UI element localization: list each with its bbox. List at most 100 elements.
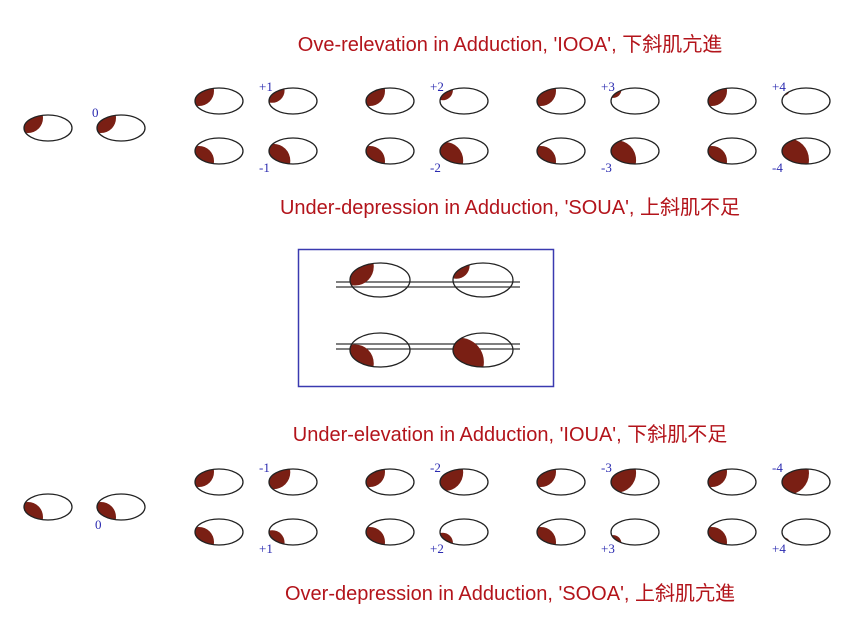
eye-left [194,137,244,165]
deviation-label: 0 [95,517,102,532]
iris-bottom [708,527,727,545]
iris-bottom [350,344,374,367]
eye-outline [194,468,244,496]
eye-outline [23,114,73,142]
title-soua: Under-depression in Adduction, 'SOUA', 上… [279,197,741,219]
eye-left [365,137,415,165]
eye-left [194,468,244,496]
eye-outline [439,518,489,546]
eye-outline [194,87,244,115]
deviation-label: +2 [430,79,444,94]
iris-top [195,469,214,487]
eye-outline [439,468,489,496]
deviation-label: -3 [601,160,612,175]
eye-outline [194,518,244,546]
iris-top [24,115,43,133]
eye-outline [707,518,757,546]
iris-bottom [537,146,556,164]
iris-top [366,469,385,487]
eye-outline [96,493,146,521]
eye-outline [452,332,514,368]
eye-left [536,87,586,115]
eye-left [707,137,757,165]
iris-bottom [24,502,43,520]
eye-left [349,332,411,368]
eye-right [452,262,514,298]
deviation-label: +1 [259,541,273,556]
iris-top [537,88,556,106]
eye-left [349,262,411,298]
eye-outline [268,87,318,115]
iris-bottom [708,146,727,164]
eye-outline [707,137,757,165]
example-box [297,248,555,388]
eye-right [781,468,831,496]
iris-bottom [366,146,385,164]
deviation-label: +2 [430,541,444,556]
deviation-label: 0 [92,105,99,120]
eye-left [536,468,586,496]
eye-right [781,137,831,165]
eye-left [365,518,415,546]
eye-outline [268,518,318,546]
eye-outline [707,87,757,115]
eye-left [536,518,586,546]
eye-outline [349,262,411,298]
eye-outline [610,518,660,546]
eye-left [23,493,73,521]
deviation-label: +3 [601,79,615,94]
eye-left [707,87,757,115]
eye-outline [536,87,586,115]
eye-outline [194,137,244,165]
deviation-label: +4 [772,79,786,94]
deviation-label: -1 [259,160,270,175]
eye-outline [536,468,586,496]
eye-outline [365,518,415,546]
iris-bottom [195,527,214,545]
eye-left [707,518,757,546]
eye-left [707,468,757,496]
deviation-label: -4 [772,460,783,475]
eye-left [536,137,586,165]
eye-outline [707,468,757,496]
iris-bottom [195,146,214,164]
eye-outline [96,114,146,142]
iris-bottom [537,527,556,545]
title-ioua: Under-elevation in Adduction, 'IOUA', 下斜… [292,424,728,446]
deviation-label: -2 [430,160,441,175]
eye-outline [536,518,586,546]
iris-bottom [366,527,385,545]
iris-top [195,88,214,106]
deviation-label: -1 [259,460,270,475]
deviation-label: +1 [259,79,273,94]
eye-outline [781,468,831,496]
eye-outline [781,518,831,546]
eye-outline [536,137,586,165]
deviation-label: +4 [772,541,786,556]
iris-bottom [453,337,484,367]
eye-outline [268,468,318,496]
deviation-label: -2 [430,460,441,475]
eye-left [194,87,244,115]
eye-outline [452,262,514,298]
title-iooa: Ove-relevation in Adduction, 'IOOA', 下斜肌… [297,34,723,56]
deviation-label: -3 [601,460,612,475]
eye-outline [610,468,660,496]
eye-outline [23,493,73,521]
iris-top [366,88,385,106]
eye-outline [610,87,660,115]
eye-outline [439,137,489,165]
eye-outline [365,87,415,115]
deviation-label: +3 [601,541,615,556]
eye-outline [365,468,415,496]
iris-top [97,115,116,133]
eye-outline [268,137,318,165]
eye-outline [781,87,831,115]
eye-outline [781,137,831,165]
eye-left [194,518,244,546]
iris-top [350,263,374,286]
eye-right [452,332,514,368]
title-sooa: Over-depression in Adduction, 'SOOA', 上斜… [284,583,736,605]
eye-outline [610,137,660,165]
